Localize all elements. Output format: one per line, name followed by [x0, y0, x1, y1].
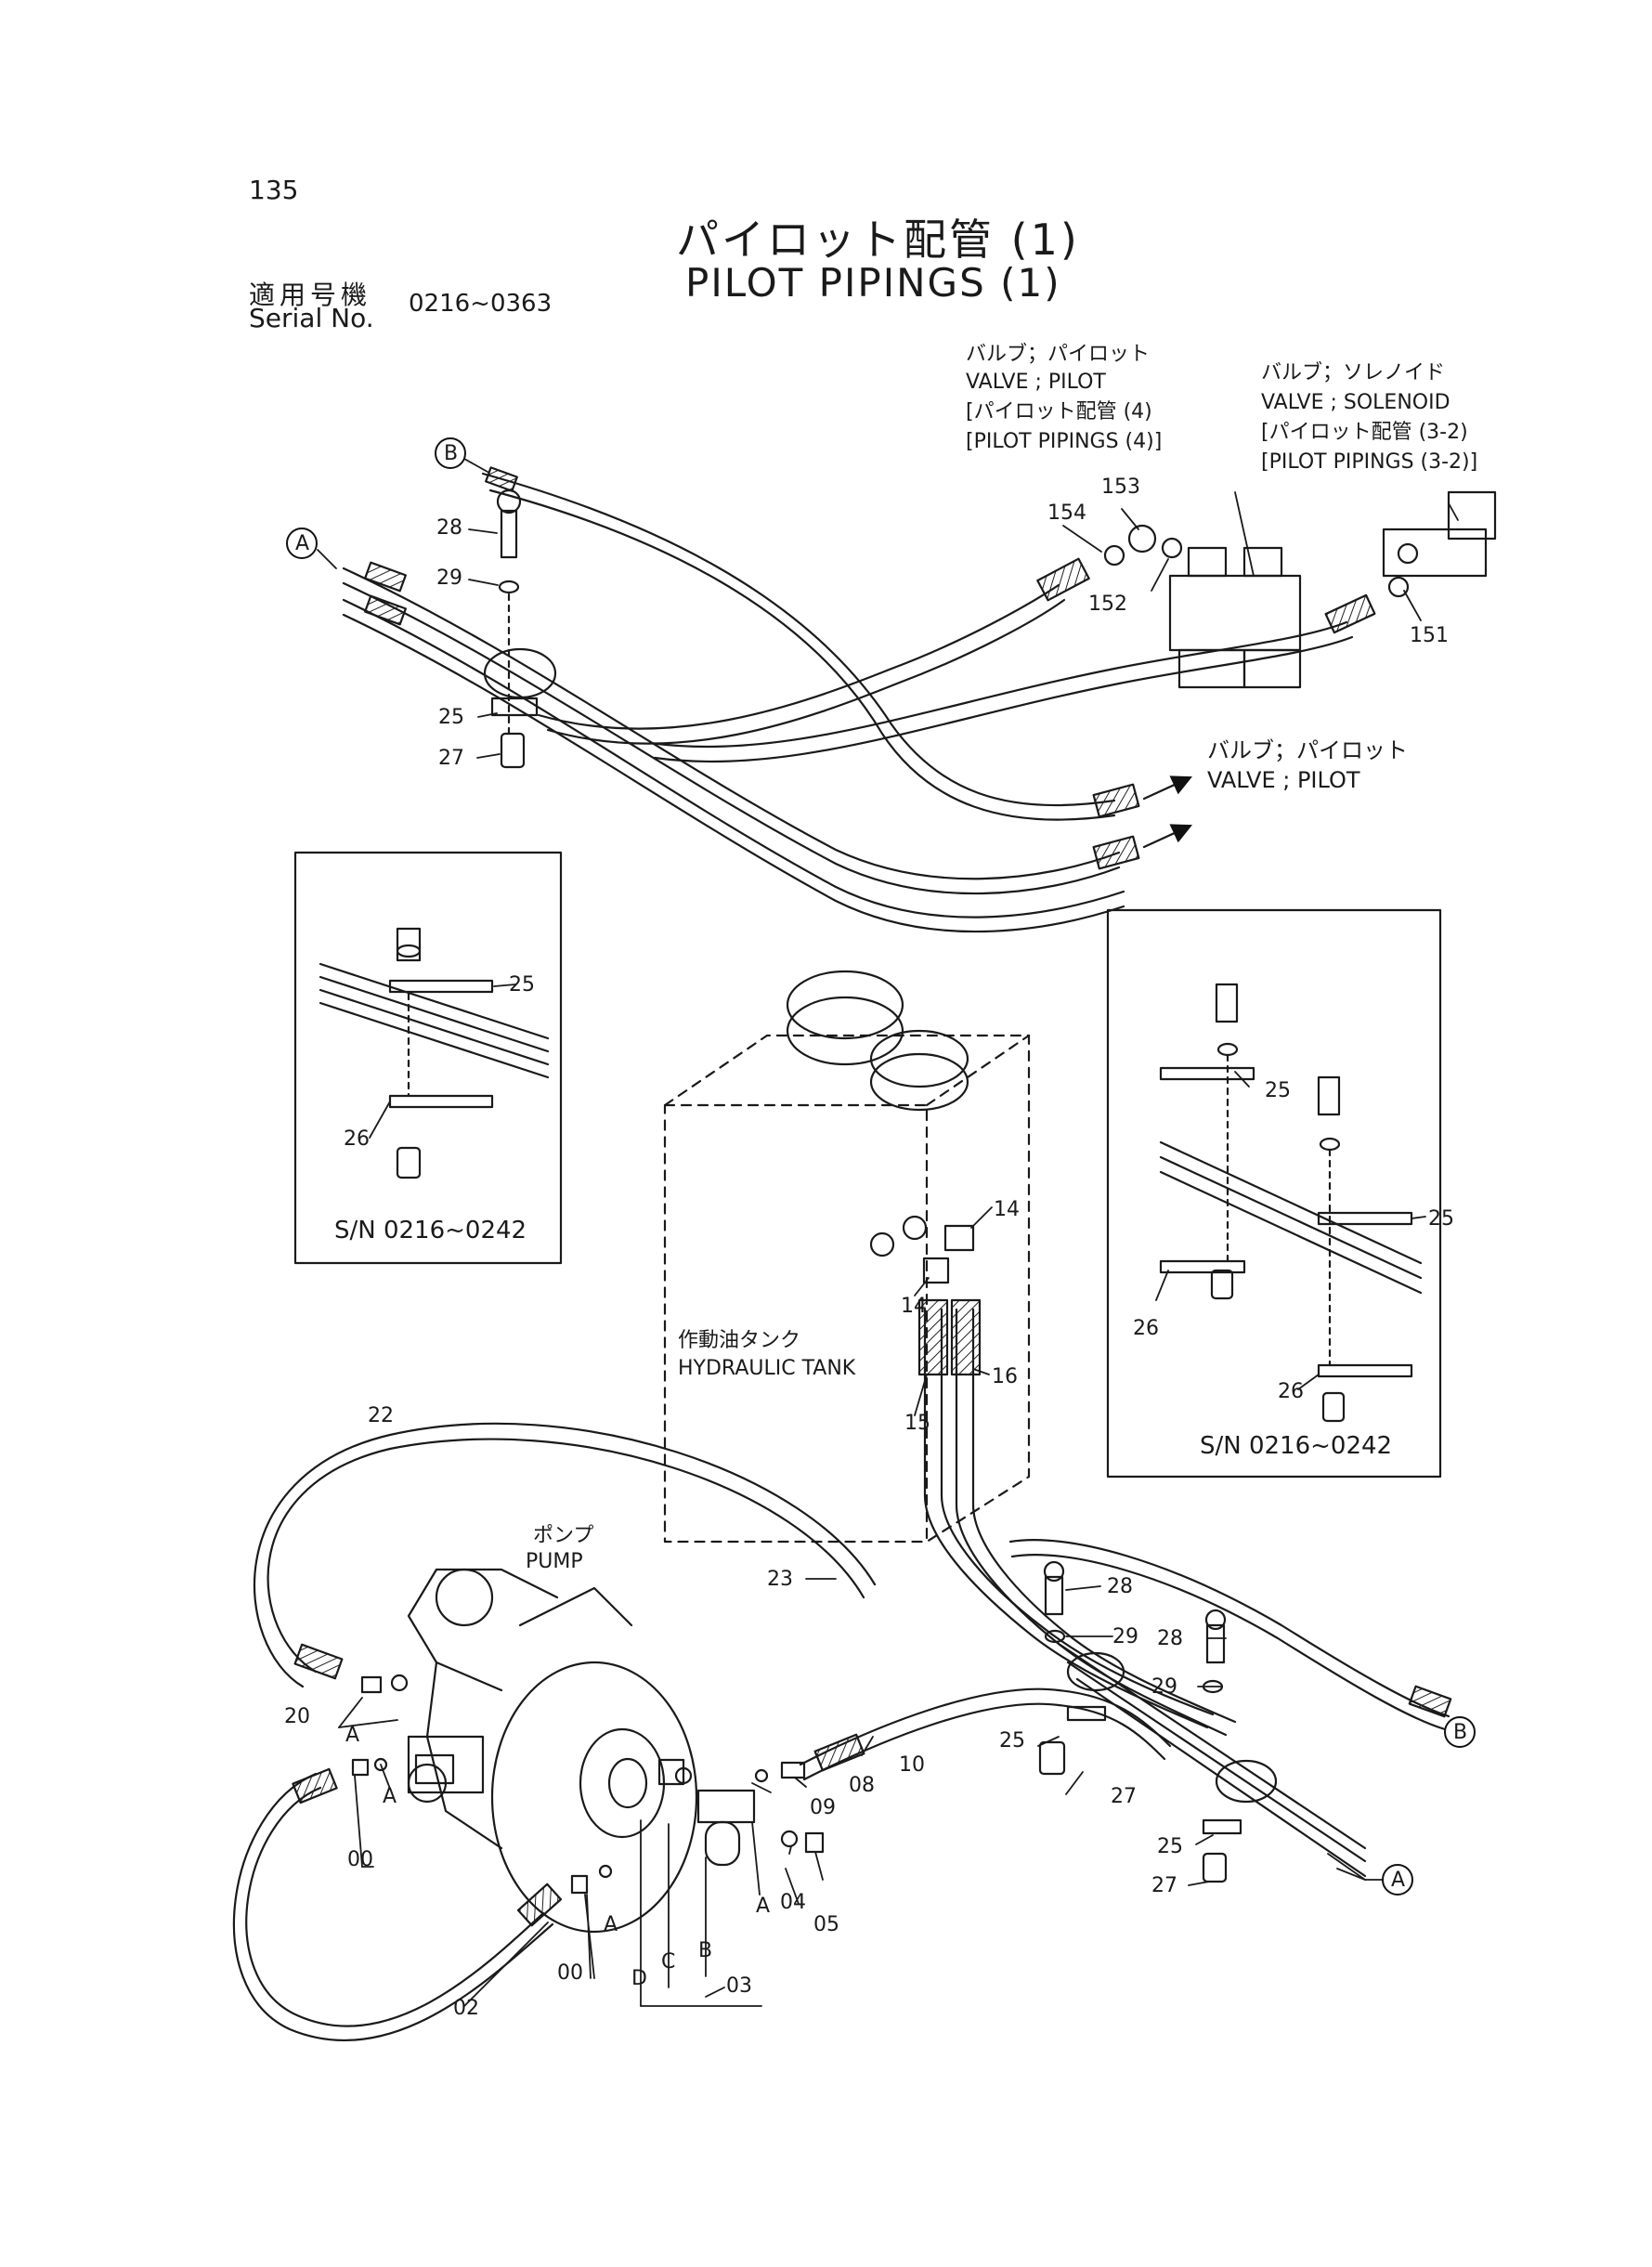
part-number-15: 15 [904, 1412, 930, 1435]
part-number-151: 151 [1410, 624, 1449, 647]
ref-en-text: PILOT PIPINGS (4) [973, 430, 1154, 453]
inset-right-caption: S/N 0216~0242 [1200, 1432, 1393, 1460]
part-number-29-right: 29 [1151, 1675, 1177, 1699]
part-number-25-top: 25 [438, 706, 464, 729]
serial-label-en: Serial No. [249, 303, 374, 333]
marker-a-20: A [345, 1724, 360, 1747]
page-title-en: PILOT PIPINGS (1) [685, 260, 1061, 306]
callout-valve-pilot-right-en: VALVE ; PILOT [1207, 767, 1360, 793]
callout-pump-jp: ポンプ [533, 1524, 594, 1547]
callout-valve-solenoid-ref-en: [PILOT PIPINGS (3-2)] [1261, 450, 1478, 474]
hoses-15-16 [917, 1298, 1237, 1737]
pilot-valve-drawing [1103, 524, 1302, 689]
pump-drawing [407, 1568, 698, 1934]
marker-d: D [631, 1967, 647, 1990]
callout-valve-pilot-jp: バルブ；パイロット [966, 343, 1151, 366]
part-number-152: 152 [1088, 593, 1127, 616]
inset-left-frame [293, 851, 563, 1265]
ref-jp-text: パイロット配管 (4) [973, 400, 1152, 423]
part-number-08: 08 [849, 1774, 875, 1797]
callout-valve-pilot-ref-jp: [パイロット配管 (4) [966, 400, 1152, 423]
inset-right-frame [1106, 908, 1442, 1479]
part-number-154: 154 [1047, 502, 1086, 525]
inset-left-caption: S/N 0216~0242 [334, 1217, 527, 1244]
inset-right-label-25a: 25 [1265, 1079, 1291, 1102]
hose-to-solenoid-valve [648, 620, 1354, 763]
hose-b-top [481, 472, 1116, 821]
hose-10 [799, 1687, 1172, 1781]
callout-valve-solenoid-jp: バルブ；ソレノイド [1261, 361, 1446, 384]
hose-22 [253, 1422, 877, 1688]
inset-right-label-25b: 25 [1428, 1207, 1454, 1231]
pump-fittings [351, 1674, 825, 1895]
inset-right-drawing [1159, 983, 1423, 1423]
part-number-14-upper: 14 [994, 1198, 1020, 1221]
part-number-16: 16 [992, 1365, 1018, 1388]
callout-pump-en: PUMP [526, 1550, 583, 1573]
part-number-29-top: 29 [436, 567, 462, 590]
part-number-00-left: 00 [347, 1848, 373, 1871]
part-number-00-bottom: 00 [557, 1961, 583, 1985]
clamp-top [483, 489, 557, 769]
marker-a-pump-side: A [383, 1785, 397, 1808]
lower-right-pipes [1038, 1560, 1367, 1883]
part-number-02: 02 [453, 1997, 479, 2020]
callout-hydraulic-tank-en: HYDRAULIC TANK [678, 1357, 856, 1380]
solenoid-valve-drawing [1382, 490, 1497, 598]
callout-hydraulic-tank-jp: 作動油タンク [678, 1329, 801, 1352]
inset-left-label-25: 25 [509, 973, 535, 997]
part-number-27-top: 27 [438, 747, 464, 770]
callout-valve-solenoid-ref-jp: [パイロット配管 (3-2) [1261, 421, 1468, 444]
part-number-20: 20 [284, 1705, 310, 1728]
marker-a-lower: A [1391, 1869, 1406, 1892]
part-number-27-right: 27 [1151, 1874, 1177, 1897]
inset-right-label-26b: 26 [1278, 1380, 1304, 1403]
page-number: 135 [249, 175, 299, 205]
part-number-22: 22 [368, 1404, 394, 1427]
part-number-03: 03 [726, 1974, 752, 1998]
leader-lines [317, 458, 1459, 2007]
hose-a-bundle-1 [342, 567, 1121, 895]
part-number-27-mid: 27 [1111, 1785, 1137, 1808]
part-number-25-mid: 25 [999, 1729, 1025, 1752]
part-number-05: 05 [813, 1913, 839, 1936]
part-number-25-right: 25 [1157, 1835, 1183, 1858]
marker-b-bottom: B [698, 1939, 713, 1962]
page-title-jp: パイロット配管 (1) [676, 215, 1080, 265]
serial-value: 0216~0363 [409, 290, 553, 318]
part-number-10: 10 [899, 1753, 925, 1777]
ref-jp-text: パイロット配管 (3-2) [1268, 421, 1468, 444]
part-number-04: 04 [780, 1891, 806, 1914]
part-number-28-mid: 28 [1107, 1575, 1133, 1598]
marker-c: C [661, 1950, 676, 1974]
part-number-14-lower: 14 [901, 1295, 927, 1318]
marker-b-lower: B [1453, 1721, 1468, 1744]
hose-02 [232, 1767, 563, 2041]
part-number-28-top: 28 [436, 516, 462, 540]
marker-a-03: A [756, 1895, 771, 1918]
callout-valve-pilot-ref-en: [PILOT PIPINGS (4)] [966, 430, 1163, 453]
callout-valve-pilot-en: VALVE ; PILOT [966, 371, 1106, 394]
hydraulic-tank-drawing [663, 970, 1031, 1544]
serial-label-jp: 適用号機 [249, 280, 372, 310]
ref-en-text: PILOT PIPINGS (3-2) [1268, 450, 1470, 474]
part-number-23: 23 [767, 1568, 793, 1591]
callout-valve-solenoid-en: VALVE ; SOLENOID [1261, 391, 1450, 414]
marker-a-top: A [295, 532, 310, 555]
hose-b-lower [1008, 1539, 1452, 1731]
callout-valve-pilot-right-jp: バルブ；パイロット [1207, 737, 1408, 763]
inset-left-label-26: 26 [344, 1127, 370, 1151]
marker-a-bottom: A [604, 1913, 618, 1936]
part-number-09: 09 [810, 1796, 836, 1819]
marker-b-top: B [444, 442, 459, 465]
hose-to-pilot-valve [537, 583, 1066, 745]
inset-left-drawing [319, 927, 550, 1179]
part-number-153: 153 [1101, 476, 1140, 499]
inset-right-label-26a: 26 [1133, 1317, 1159, 1340]
part-number-29-mid: 29 [1112, 1625, 1138, 1648]
hose-a-bundle-2 [342, 598, 1125, 933]
part-number-28-right: 28 [1157, 1627, 1183, 1650]
